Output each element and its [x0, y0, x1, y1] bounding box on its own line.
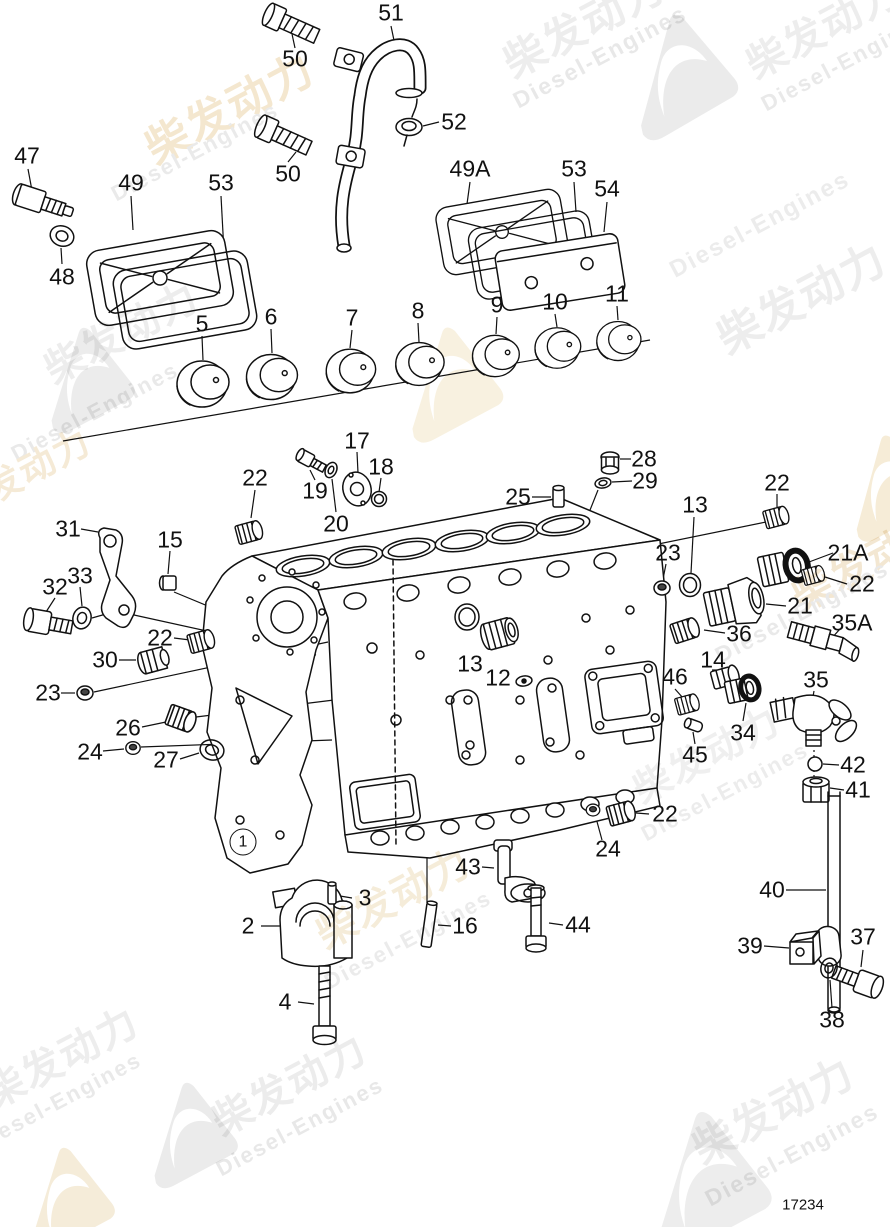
part-22-plug-e — [800, 563, 827, 587]
part-17-flange — [342, 471, 372, 507]
part-6-bushing — [245, 353, 299, 401]
part-47-plug — [11, 183, 75, 218]
part-18-oring — [370, 490, 388, 508]
part-46-plug — [673, 692, 702, 716]
part-drawings — [11, 2, 885, 1046]
part-19-bolt — [295, 447, 327, 473]
part-25-dowel — [552, 484, 565, 508]
part-7-bushing — [325, 348, 377, 394]
part-24-cap-right — [585, 803, 601, 817]
part-21-fitting — [702, 576, 765, 627]
part-23-cup-right — [653, 580, 671, 596]
part-13-oring-mid — [454, 603, 480, 631]
part-49-cover — [83, 227, 237, 329]
part-11-bushing — [596, 320, 642, 362]
part-9-bushing — [471, 334, 520, 378]
part-16-pin — [420, 900, 438, 948]
part-38-washer — [820, 957, 838, 979]
part-26-plug — [163, 703, 200, 735]
part-34-fitting — [723, 673, 762, 705]
part-31-bracket — [97, 527, 137, 629]
part-22-plug-b — [761, 504, 792, 530]
part-1-cylinder-block — [201, 497, 667, 874]
part-3-stud — [327, 881, 337, 905]
part-35a-nipple — [786, 621, 860, 662]
part-51-pipe — [333, 38, 427, 253]
part-15-plug — [158, 575, 177, 591]
part-28-plug — [600, 451, 620, 475]
part-45-pin — [683, 717, 704, 733]
part-13-oring-right — [678, 572, 702, 598]
part-54-plate — [494, 233, 626, 311]
part-52-seal — [395, 117, 423, 147]
part-35-drain-cock — [769, 694, 858, 747]
part-29-washer — [594, 477, 612, 489]
part-22-plug-a — [233, 518, 266, 546]
part-4-bolt — [312, 965, 337, 1046]
part-21a-fitting — [756, 547, 811, 588]
part-23-cup-left — [76, 685, 94, 701]
part-48-washer — [49, 224, 75, 248]
part-24-cap-left — [125, 741, 141, 755]
part-20-washer — [324, 461, 338, 479]
part-30-fitting — [137, 646, 170, 675]
leader-lines — [27, 25, 864, 1009]
part-50-bolt-top — [261, 2, 321, 44]
part-27-seal — [199, 739, 225, 761]
part-33-washer — [72, 606, 92, 630]
part-12-plug — [479, 617, 519, 651]
part-5-bushing — [176, 360, 230, 408]
part-44-bolt — [525, 884, 547, 953]
part-2-bearing-cap — [272, 879, 353, 968]
part-42-ball — [807, 756, 823, 772]
part-36-plug — [668, 615, 703, 645]
part-32-bolt — [22, 607, 74, 636]
part-43-bracket — [493, 839, 546, 903]
part-39-clamp — [789, 925, 842, 967]
part-41-nut — [802, 776, 830, 803]
part-40-pipe — [827, 791, 841, 1014]
part-37-bolt — [830, 965, 885, 999]
part-10-bushing — [534, 327, 582, 369]
part-50-bolt-mid — [253, 114, 313, 156]
